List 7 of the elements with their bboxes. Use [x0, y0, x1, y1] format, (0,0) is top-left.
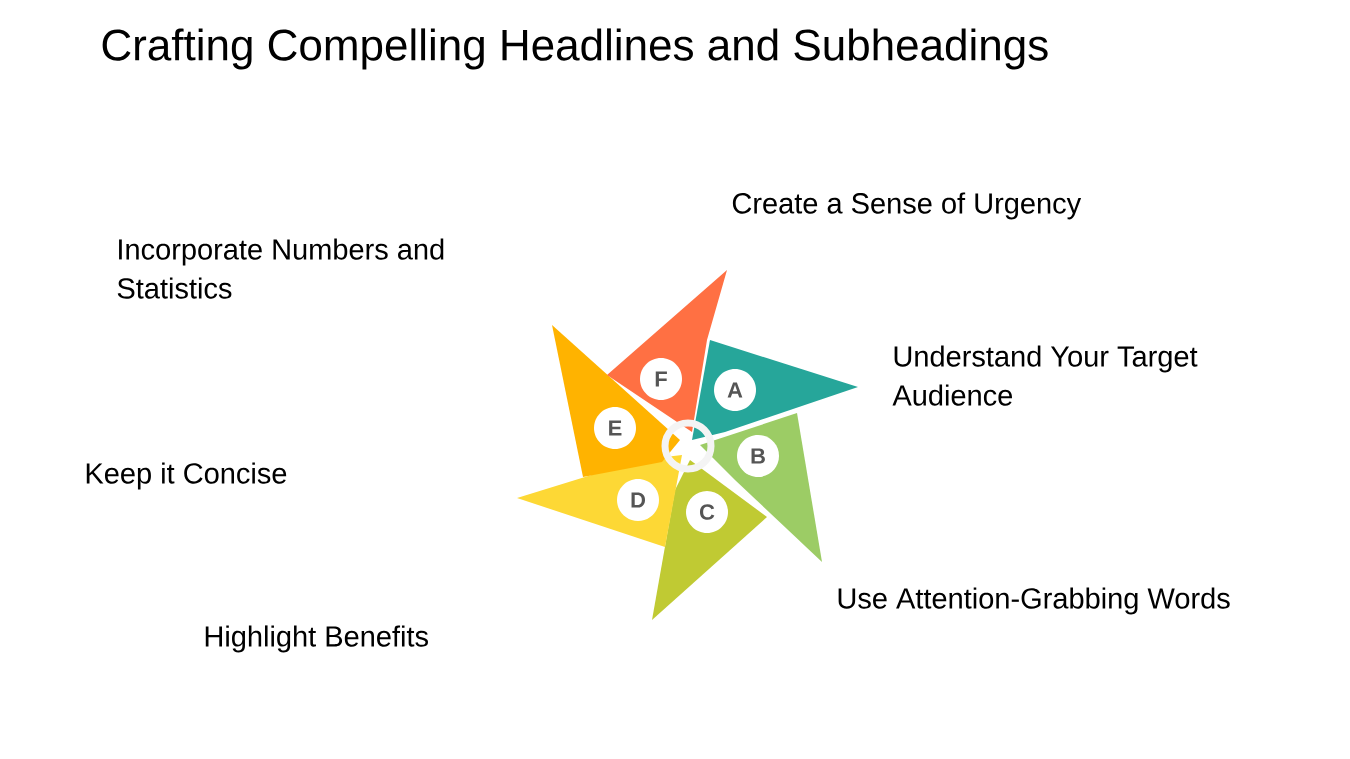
description-text: Incorporate Numbers and Statistics — [117, 238, 444, 299]
description-text: Create a Sense of Urgency — [732, 192, 1082, 220]
description-text: Use Attention-Grabbing Words — [838, 587, 1230, 615]
description-text: Understand Your Target Audience — [892, 345, 1198, 406]
description-text: Keep it Concise — [86, 462, 287, 490]
description-text: Highlight Benefits — [205, 625, 428, 653]
title: Crafting Compelling Headlines and Subheadings — [102, 28, 1048, 70]
